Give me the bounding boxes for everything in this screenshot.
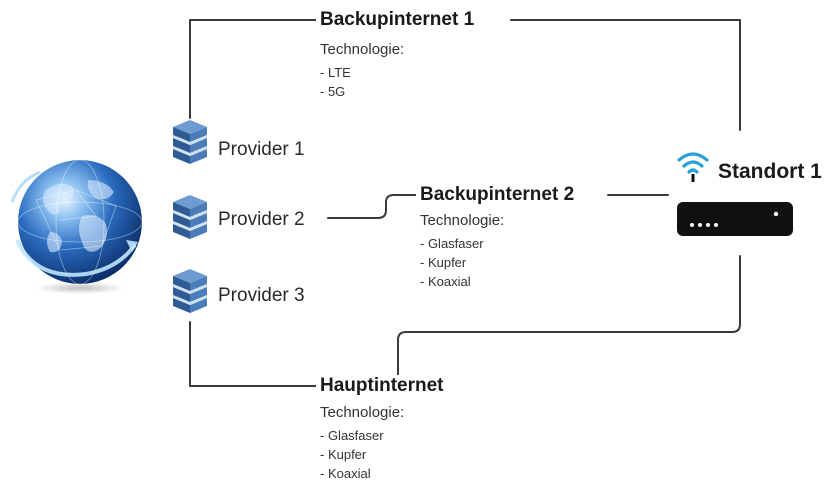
list-item: - Kupfer [320, 447, 367, 462]
line-backup1 [189, 19, 741, 131]
provider-2-label: Provider 2 [218, 209, 305, 230]
server-icon [170, 193, 210, 243]
backup2-tech-label: Technologie: [420, 212, 505, 229]
backup1-title: Backupinternet 1 [316, 9, 479, 31]
site-label: Standort 1 [718, 160, 822, 183]
server-icon [170, 118, 210, 168]
backup1-tech-list: - LTE - 5G [320, 63, 351, 101]
line-main [189, 255, 741, 387]
list-item: - Glasfaser [420, 236, 484, 251]
list-item: - Glasfaser [320, 428, 384, 443]
list-item: - Koaxial [320, 466, 371, 481]
backup1-tech-label: Technologie: [320, 41, 405, 58]
router-icon [676, 198, 794, 240]
list-item: - 5G [320, 84, 346, 99]
list-item: - LTE [320, 65, 351, 80]
main-tech-list: - Glasfaser - Kupfer - Koaxial [320, 426, 384, 483]
line-backup2 [327, 194, 669, 219]
server-icon [170, 267, 210, 317]
list-item: - Koaxial [420, 274, 471, 289]
backup2-title: Backupinternet 2 [416, 184, 579, 206]
backup2-tech-list: - Glasfaser - Kupfer - Koaxial [420, 234, 484, 291]
wifi-icon [675, 148, 711, 182]
main-title: Hauptinternet [316, 375, 448, 397]
provider-1-label: Provider 1 [218, 139, 305, 160]
main-tech-label: Technologie: [320, 404, 405, 421]
globe-icon [6, 150, 156, 300]
provider-3-label: Provider 3 [218, 285, 305, 306]
list-item: - Kupfer [420, 255, 467, 270]
